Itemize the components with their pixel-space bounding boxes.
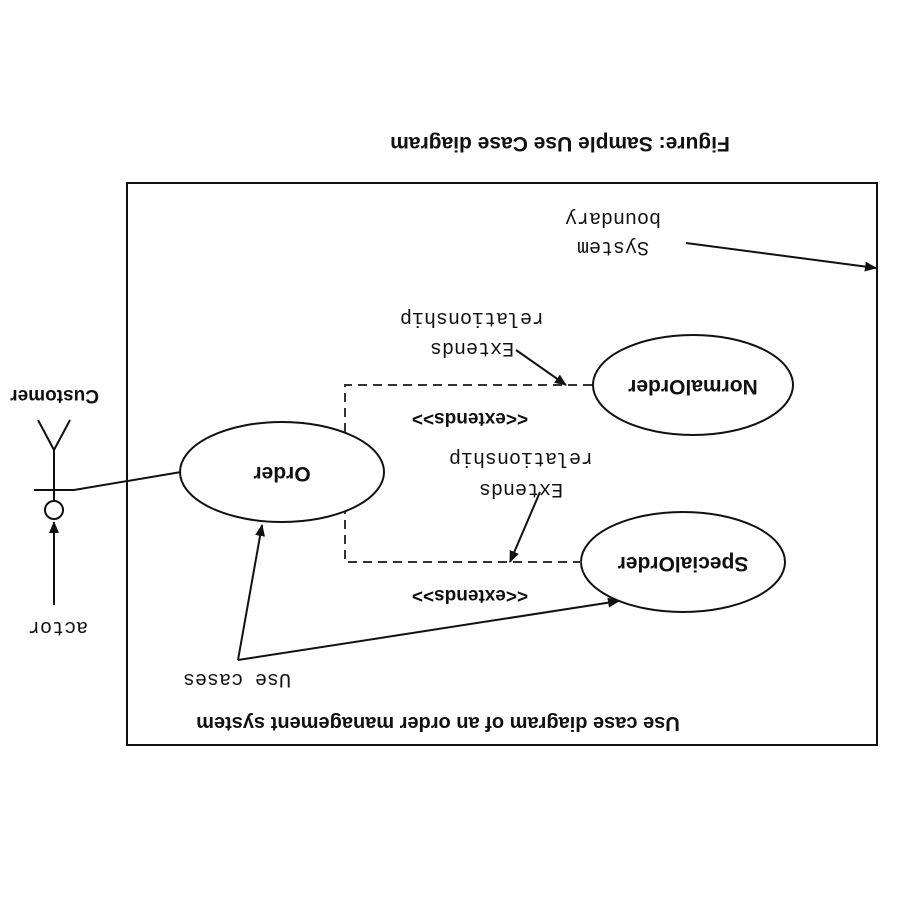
use-case-special-order-label: SpecialOrder xyxy=(618,552,749,575)
system-caption: Use case diagram of an order management … xyxy=(196,712,680,734)
stereotype-extends-top: <<extends>> xyxy=(412,408,528,429)
extends-connector-normal-order xyxy=(344,384,592,432)
association-customer-order xyxy=(73,471,182,491)
extends-relationship-mid-line2: Extends xyxy=(479,477,563,500)
use-cases-annotation-label: Use cases xyxy=(183,667,291,690)
extends-relationship-top-line2: Extends xyxy=(430,336,514,359)
extends-relationship-mid-pointer xyxy=(509,491,541,563)
use-cases-pointer-order xyxy=(237,524,265,661)
extends-relationship-top-line1: relationship xyxy=(400,306,544,329)
use-case-normal-order-label: NormalOrder xyxy=(628,375,758,398)
extends-connector-special-order xyxy=(344,512,582,563)
actor-name: Customer xyxy=(10,385,99,406)
actor-customer[interactable] xyxy=(34,419,74,520)
system-boundary-pointer xyxy=(685,242,877,272)
system-boundary xyxy=(126,182,878,746)
system-boundary-label-line1: boundary xyxy=(565,206,661,229)
actor-leg-right xyxy=(53,419,71,451)
actor-annotation-label: actor xyxy=(28,615,88,638)
actor-leg-left xyxy=(37,419,55,451)
use-cases-pointer-special-order xyxy=(237,597,620,661)
use-case-order-label: Order xyxy=(253,462,310,485)
system-boundary-label-line2: System xyxy=(577,235,649,258)
use-case-normal-order[interactable] xyxy=(592,334,794,436)
extends-relationship-mid-line1: relationship xyxy=(449,446,593,469)
actor-head xyxy=(44,500,64,520)
extends-relationship-top-pointer xyxy=(515,349,567,386)
figure-title: Figure: Sample Use Case diagram xyxy=(390,132,730,155)
stereotype-extends-bottom: <<extends>> xyxy=(412,585,528,606)
